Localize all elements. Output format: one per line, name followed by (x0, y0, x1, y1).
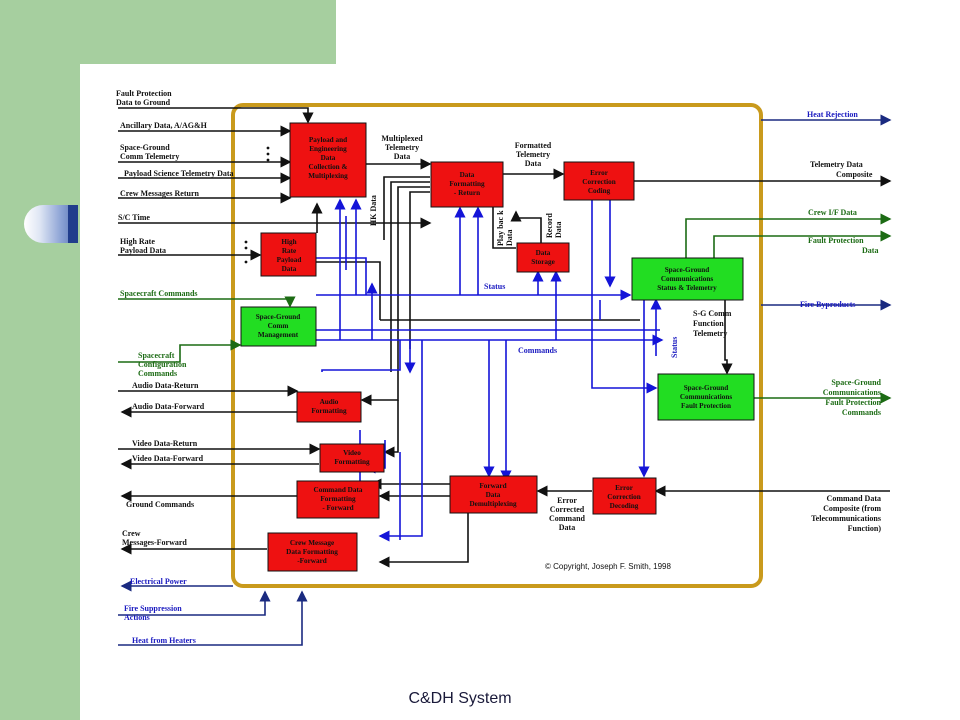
error-coding-box (563, 161, 635, 201)
electrical-power-label: Electrical Power (130, 577, 187, 586)
forward-demux-box (449, 475, 538, 514)
heat-heaters-label: Heat from Heaters (132, 636, 196, 645)
slide-bullet-icon (24, 205, 78, 243)
status-label: Status (484, 282, 505, 291)
audio-return-label: Audio Data-Return (132, 381, 199, 390)
sg-status-telemetry-box (631, 257, 744, 301)
spacecraft-commands-label: Spacecraft Commands (120, 289, 198, 298)
fire-byproducts-label: Fire Byproducts (800, 300, 855, 309)
error-decoding-box (592, 477, 657, 515)
ancillary-data-label: Ancillary Data, A/AG&H (120, 121, 208, 130)
ground-commands-label: Ground Commands (126, 500, 194, 509)
data-storage-box (516, 242, 570, 273)
record-data-label: RecordData (545, 213, 563, 238)
payload-eng-data-box (289, 122, 367, 198)
playback-data-label: Play bac kData (496, 210, 514, 246)
commands-label: Commands (518, 346, 557, 355)
sg-comm-management-box (240, 306, 317, 347)
slide-left-band (0, 0, 80, 720)
command-data-formatting-box (296, 480, 380, 519)
copyright-text: © Copyright, Joseph F. Smith, 1998 (545, 562, 672, 571)
audio-forward-label: Audio Data-Forward (132, 402, 205, 411)
video-forward-label: Video Data-Forward (132, 454, 204, 463)
heat-rejection-label: Heat Rejection (807, 110, 858, 119)
status-vertical-label: Status (670, 337, 679, 358)
video-return-label: Video Data-Return (132, 439, 198, 448)
crew-if-data-label: Crew I/F Data (808, 208, 857, 217)
payload-science-label: Payload Science Telemetry Data (124, 169, 234, 178)
crew-msg-return-label: Crew Messages Return (120, 189, 199, 198)
high-rate-payload-box (260, 232, 317, 277)
audio-formatting-box (296, 391, 362, 423)
slide-footer-title: C&DH System (408, 690, 512, 707)
video-formatting-box (319, 443, 385, 473)
crew-message-formatting-box (267, 532, 358, 572)
sg-fault-protection-box (657, 373, 755, 421)
data-formatting-return-box (430, 161, 504, 208)
hk-data-label: HK Data (369, 195, 378, 226)
sc-time-label: S/C Time (118, 213, 150, 222)
